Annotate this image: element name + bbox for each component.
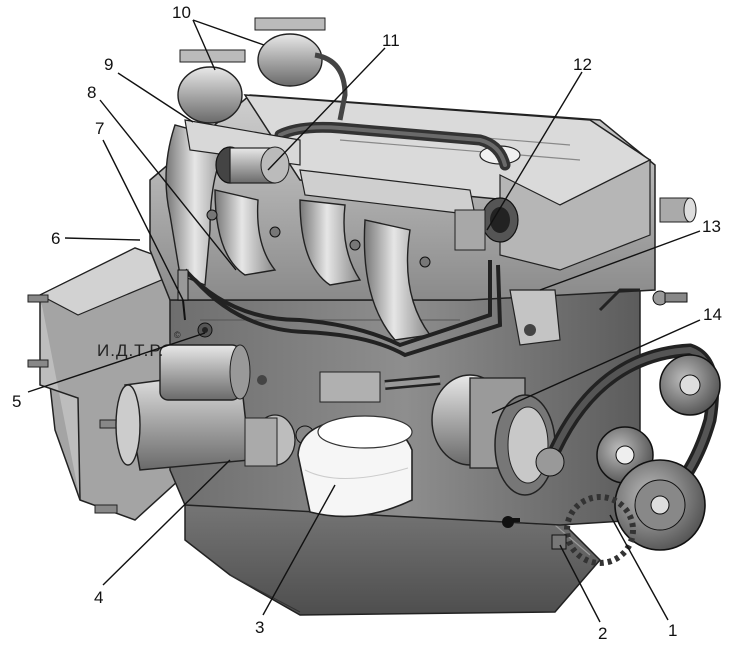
callout-13: 13 <box>702 217 721 236</box>
leader-11 <box>267 47 386 171</box>
leader-5 <box>27 332 206 393</box>
callout-11: 11 <box>382 31 400 50</box>
leader-6 <box>64 237 141 241</box>
watermark-text: И.Д.Т.Р. <box>97 341 164 360</box>
leader-14 <box>491 319 701 414</box>
callout-3: 3 <box>255 618 264 637</box>
leader-7 <box>102 139 184 301</box>
callout-10: 10 <box>172 3 191 22</box>
callout-14: 14 <box>703 305 722 324</box>
starter-motor <box>115 344 315 471</box>
leader-9 <box>117 72 194 123</box>
coolant-outlet <box>598 197 697 312</box>
leader-lines <box>27 19 701 623</box>
watermark-symbol: © <box>174 330 181 340</box>
air-intake-housings <box>177 17 348 124</box>
thermostat-housing <box>454 197 519 251</box>
callout-8: 8 <box>87 83 96 102</box>
leader-2 <box>559 544 601 623</box>
callout-6: 6 <box>51 229 60 248</box>
sensor-2 <box>502 516 567 550</box>
callout-9: 9 <box>104 55 113 74</box>
callout-numbers: 1 2 3 4 5 6 7 8 9 10 11 12 13 14 <box>12 3 722 643</box>
fuel-lines <box>183 260 503 358</box>
leader-13 <box>539 230 701 291</box>
leader-12 <box>486 71 583 231</box>
callout-5: 5 <box>12 392 21 411</box>
watermark: И.Д.Т.Р. © <box>97 330 181 360</box>
belt-drive <box>535 343 721 566</box>
callout-1: 1 <box>668 621 677 640</box>
leader-4 <box>102 459 231 586</box>
oil-filter <box>297 415 413 518</box>
callout-7: 7 <box>95 119 104 138</box>
callout-4: 4 <box>94 588 103 607</box>
bracket-13 <box>509 289 561 346</box>
callout-2: 2 <box>598 624 607 643</box>
leader-8 <box>99 99 237 271</box>
leader-1 <box>609 514 669 621</box>
leader-3 <box>262 484 336 616</box>
leader-10b <box>192 19 216 71</box>
leader-10a <box>192 19 265 46</box>
callout-12: 12 <box>573 55 592 74</box>
